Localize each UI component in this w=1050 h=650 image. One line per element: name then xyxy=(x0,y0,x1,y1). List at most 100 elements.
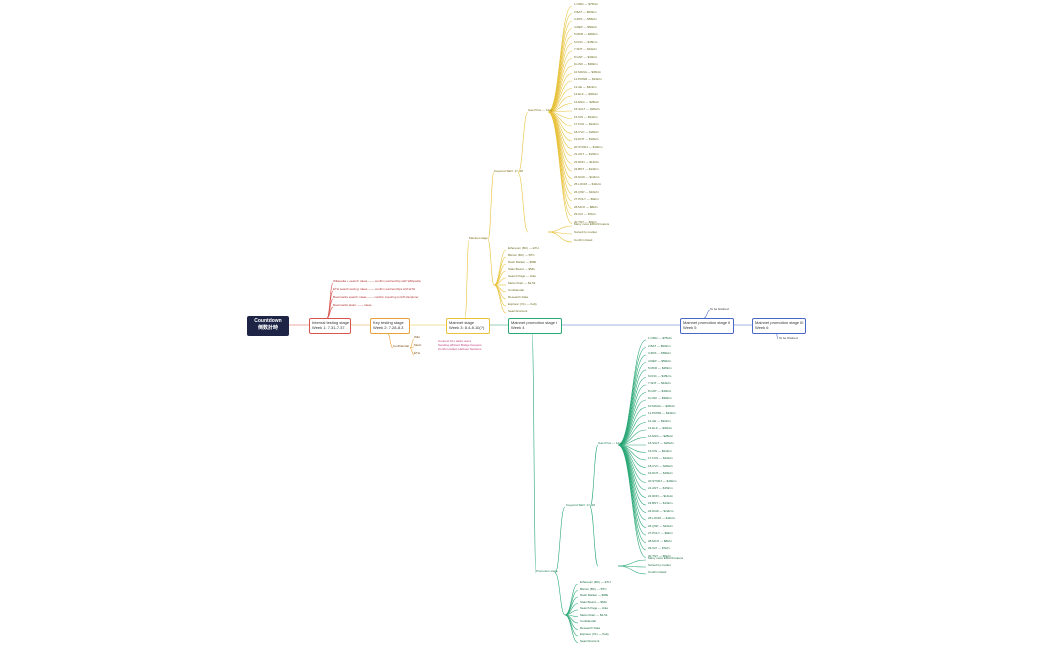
top-misc-1[interactable]: Ethereum (BC) — ETH xyxy=(508,246,539,250)
top-item-6[interactable]: 6.KNC — $45k/m xyxy=(574,39,598,44)
bottom-item-20[interactable]: 20.STORJ — $16k/m xyxy=(648,478,677,483)
top-item-5[interactable]: 5.MKR — $48k/m xyxy=(574,32,598,36)
bottom-item-30[interactable]: 30.TNT — $6k/m xyxy=(648,553,671,558)
bottom-extra-2[interactable]: Sorted by market xyxy=(648,563,671,567)
bottom-item-14[interactable]: 14.ENG — $28k/m xyxy=(648,433,674,438)
top-item-4[interactable]: 4.REP — $50k/m xyxy=(574,24,598,29)
top-item-24[interactable]: 24.DGD — $12k/m xyxy=(574,174,600,179)
bottom-item-6[interactable]: 6.KNC — $45k/m xyxy=(648,373,672,378)
top-item-23[interactable]: 23.BNT — $13k/m xyxy=(574,167,599,171)
bottom-item-28[interactable]: 28.MCO — $8k/m xyxy=(648,538,673,543)
bottom-item-23[interactable]: 23.BNT — $13k/m xyxy=(648,501,673,505)
top-item-28[interactable]: 28.MCO — $8k/m xyxy=(574,204,599,209)
top-item-18[interactable]: 18.CVC — $20k/m xyxy=(574,129,600,134)
top-item-26[interactable]: 26.QSP — $10k/m xyxy=(574,189,599,194)
top-misc-5[interactable]: Search Page — Hike xyxy=(508,274,537,278)
top-item-10[interactable]: 10.MANA — $36k/m xyxy=(574,69,602,74)
bottom-item-5[interactable]: 5.MKR — $48k/m xyxy=(648,366,672,370)
bottom-item-3[interactable]: 3.ZRX — $55k/m xyxy=(648,351,672,355)
bottom-item-4[interactable]: 4.REP — $50k/m xyxy=(648,358,672,363)
internal-item-2[interactable]: ETH search testing: ideas —— confirm par… xyxy=(333,287,416,291)
top-extra-3[interactable]: Confirm listed xyxy=(574,238,593,242)
bottom-item-10[interactable]: 10.MANA — $36k/m xyxy=(648,403,676,408)
top-item-1[interactable]: 1.OMG — $75k/m xyxy=(574,2,599,6)
top-misc-6[interactable]: Meta Chain — $2.5k xyxy=(508,281,536,285)
root-node[interactable]: Countdown 倒数計時 xyxy=(247,316,289,336)
top-item-27[interactable]: 27.POLY — $9k/m xyxy=(574,197,599,201)
internal-item-3[interactable]: Bookmarks search: ideas —— confirm inqui… xyxy=(333,295,419,299)
mainnet-group-top-label[interactable]: Gas Price — 1day xyxy=(528,108,553,112)
bottom-item-22[interactable]: 22.RDN — $14k/m xyxy=(648,493,674,498)
top-item-2[interactable]: 2.BAT — $60k/m xyxy=(574,9,597,14)
bottom-item-29[interactable]: 29.ICX — $7k/m xyxy=(648,546,671,550)
top-item-9[interactable]: 9.LINK — $38k/m xyxy=(574,62,598,66)
top-item-25[interactable]: 25.LOOM — $11k/m xyxy=(574,182,602,186)
bottom-item-13[interactable]: 13.ELF — $30k/m xyxy=(648,426,673,430)
bottom-misc-4[interactable]: Stats Board — $54k xyxy=(580,599,607,604)
top-item-8[interactable]: 8.GNT — $40k/m xyxy=(574,54,598,59)
promo-group-top-label[interactable]: Gas Price — 1day xyxy=(598,441,623,445)
top-extra-1[interactable]: Many more ERC20 tokens xyxy=(574,222,610,226)
bottom-misc-3[interactable]: Dash Market — $68k xyxy=(580,593,609,597)
bottom-misc-8[interactable]: Research Data xyxy=(580,625,601,630)
key-confidential-label[interactable]: Confidential xyxy=(393,344,409,348)
key-item-2[interactable]: Mesh xyxy=(414,343,422,347)
bottom-item-7[interactable]: 7.SNT — $42k/m xyxy=(648,381,671,385)
bottom-extra-3[interactable]: Confirm listed xyxy=(648,570,667,574)
top-item-21[interactable]: 21.ANT — $15k/m xyxy=(574,152,599,156)
top-item-11[interactable]: 11.POWR — $34k/m xyxy=(574,77,602,81)
bottom-item-27[interactable]: 27.POLY — $9k/m xyxy=(648,531,673,535)
top-item-17[interactable]: 17.FUN — $22k/m xyxy=(574,122,599,126)
top-item-3[interactable]: 3.ZRX — $55k/m xyxy=(574,17,598,21)
bottom-item-19[interactable]: 19.DNT — $18k/m xyxy=(648,471,673,475)
bottom-misc-9[interactable]: Explorer (V1) — Kelly xyxy=(580,632,609,636)
key-note-3[interactable]: Confirm Adjust Harbour Sections xyxy=(438,347,482,351)
mainnet-branch-label[interactable]: Mainnet stage xyxy=(469,236,488,240)
bottom-item-18[interactable]: 18.CVC — $20k/m xyxy=(648,463,674,468)
top-item-30[interactable]: 30.TNT — $6k/m xyxy=(574,219,597,224)
mainnet-list-a-label[interactable]: Keyword SEO: 17~18 xyxy=(494,169,523,173)
top-item-7[interactable]: 7.SNT — $42k/m xyxy=(574,47,597,51)
top-misc-2[interactable]: Bitcoin (BC) — BTC xyxy=(508,253,535,257)
top-item-22[interactable]: 22.RDN — $14k/m xyxy=(574,159,600,164)
bottom-item-15[interactable]: 15.SALT — $26k/m xyxy=(648,441,674,445)
bottom-item-17[interactable]: 17.FUN — $22k/m xyxy=(648,456,673,460)
top-misc-8[interactable]: Research Data xyxy=(508,295,529,299)
bottom-misc-5[interactable]: Search Page — Hike xyxy=(580,606,609,610)
promo-list-a-label[interactable]: Keyword SEO: 17~18 xyxy=(566,503,595,507)
top-misc-10[interactable]: Searchcontent xyxy=(508,309,528,313)
bottom-item-11[interactable]: 11.POWR — $34k/m xyxy=(648,411,676,415)
bottom-item-26[interactable]: 26.QSP — $10k/m xyxy=(648,523,673,528)
top-item-19[interactable]: 19.DNT — $18k/m xyxy=(574,137,599,141)
top-item-12[interactable]: 12.AE — $32k/m xyxy=(574,84,597,89)
key-note-2[interactable]: Sending efficient Bridge Keepers xyxy=(438,343,482,347)
bottom-item-2[interactable]: 2.BAT — $60k/m xyxy=(648,343,671,348)
top-misc-3[interactable]: Dash Market — $68k xyxy=(508,260,537,264)
key-item-3[interactable]: ETH xyxy=(414,351,420,355)
bottom-misc-6[interactable]: Meta Chain — $2.5k xyxy=(580,612,608,617)
promo-branch-label[interactable]: Promotion stage xyxy=(536,569,558,573)
promo2-child-label[interactable]: To be finished xyxy=(710,307,729,311)
bottom-misc-1[interactable]: Ethereum (BC) — ETH xyxy=(580,580,611,584)
promo3-child-label[interactable]: To be finished xyxy=(779,336,798,340)
key-item-1[interactable]: Wiki xyxy=(414,335,420,339)
top-item-15[interactable]: 15.SALT — $26k/m xyxy=(574,107,600,111)
bottom-extra-1[interactable]: Many more ERC20 tokens xyxy=(648,556,684,560)
top-item-20[interactable]: 20.STORJ — $16k/m xyxy=(574,144,603,149)
bottom-item-24[interactable]: 24.DGD — $12k/m xyxy=(648,508,674,513)
bottom-item-1[interactable]: 1.OMG — $75k/m xyxy=(648,336,673,340)
key-note-1[interactable]: Connect 10+ tasks users xyxy=(438,339,472,343)
internal-item-1[interactable]: Wikipedia + search: ideas —— confirm par… xyxy=(333,279,421,283)
internal-item-4[interactable]: Bookmarks tasks: —— ideas xyxy=(333,303,372,307)
bottom-misc-7[interactable]: Confidential xyxy=(580,619,596,623)
bottom-item-12[interactable]: 12.AE — $32k/m xyxy=(648,418,671,423)
top-misc-4[interactable]: Stats Board — $54k xyxy=(508,267,535,271)
bottom-item-21[interactable]: 21.ANT — $15k/m xyxy=(648,486,673,490)
top-item-14[interactable]: 14.ENG — $28k/m xyxy=(574,99,600,104)
